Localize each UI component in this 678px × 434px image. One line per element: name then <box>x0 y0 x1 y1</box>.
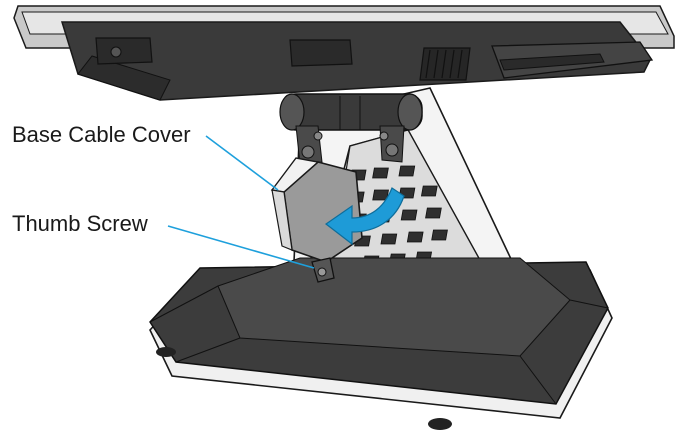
label-thumb-screw: Thumb Screw <box>12 211 148 236</box>
curved-arrow-icon <box>324 187 405 246</box>
stand-neck <box>293 87 522 283</box>
display-head <box>13 5 675 101</box>
hinge-assembly <box>279 93 423 165</box>
leader-line-base-cable-cover <box>205 135 279 191</box>
base <box>149 257 613 430</box>
card-reader <box>491 41 654 79</box>
leader-line-thumb-screw <box>167 225 315 269</box>
thumb-screw <box>311 257 335 283</box>
vent-grille <box>419 47 471 81</box>
label-base-cable-cover: Base Cable Cover <box>12 122 191 147</box>
